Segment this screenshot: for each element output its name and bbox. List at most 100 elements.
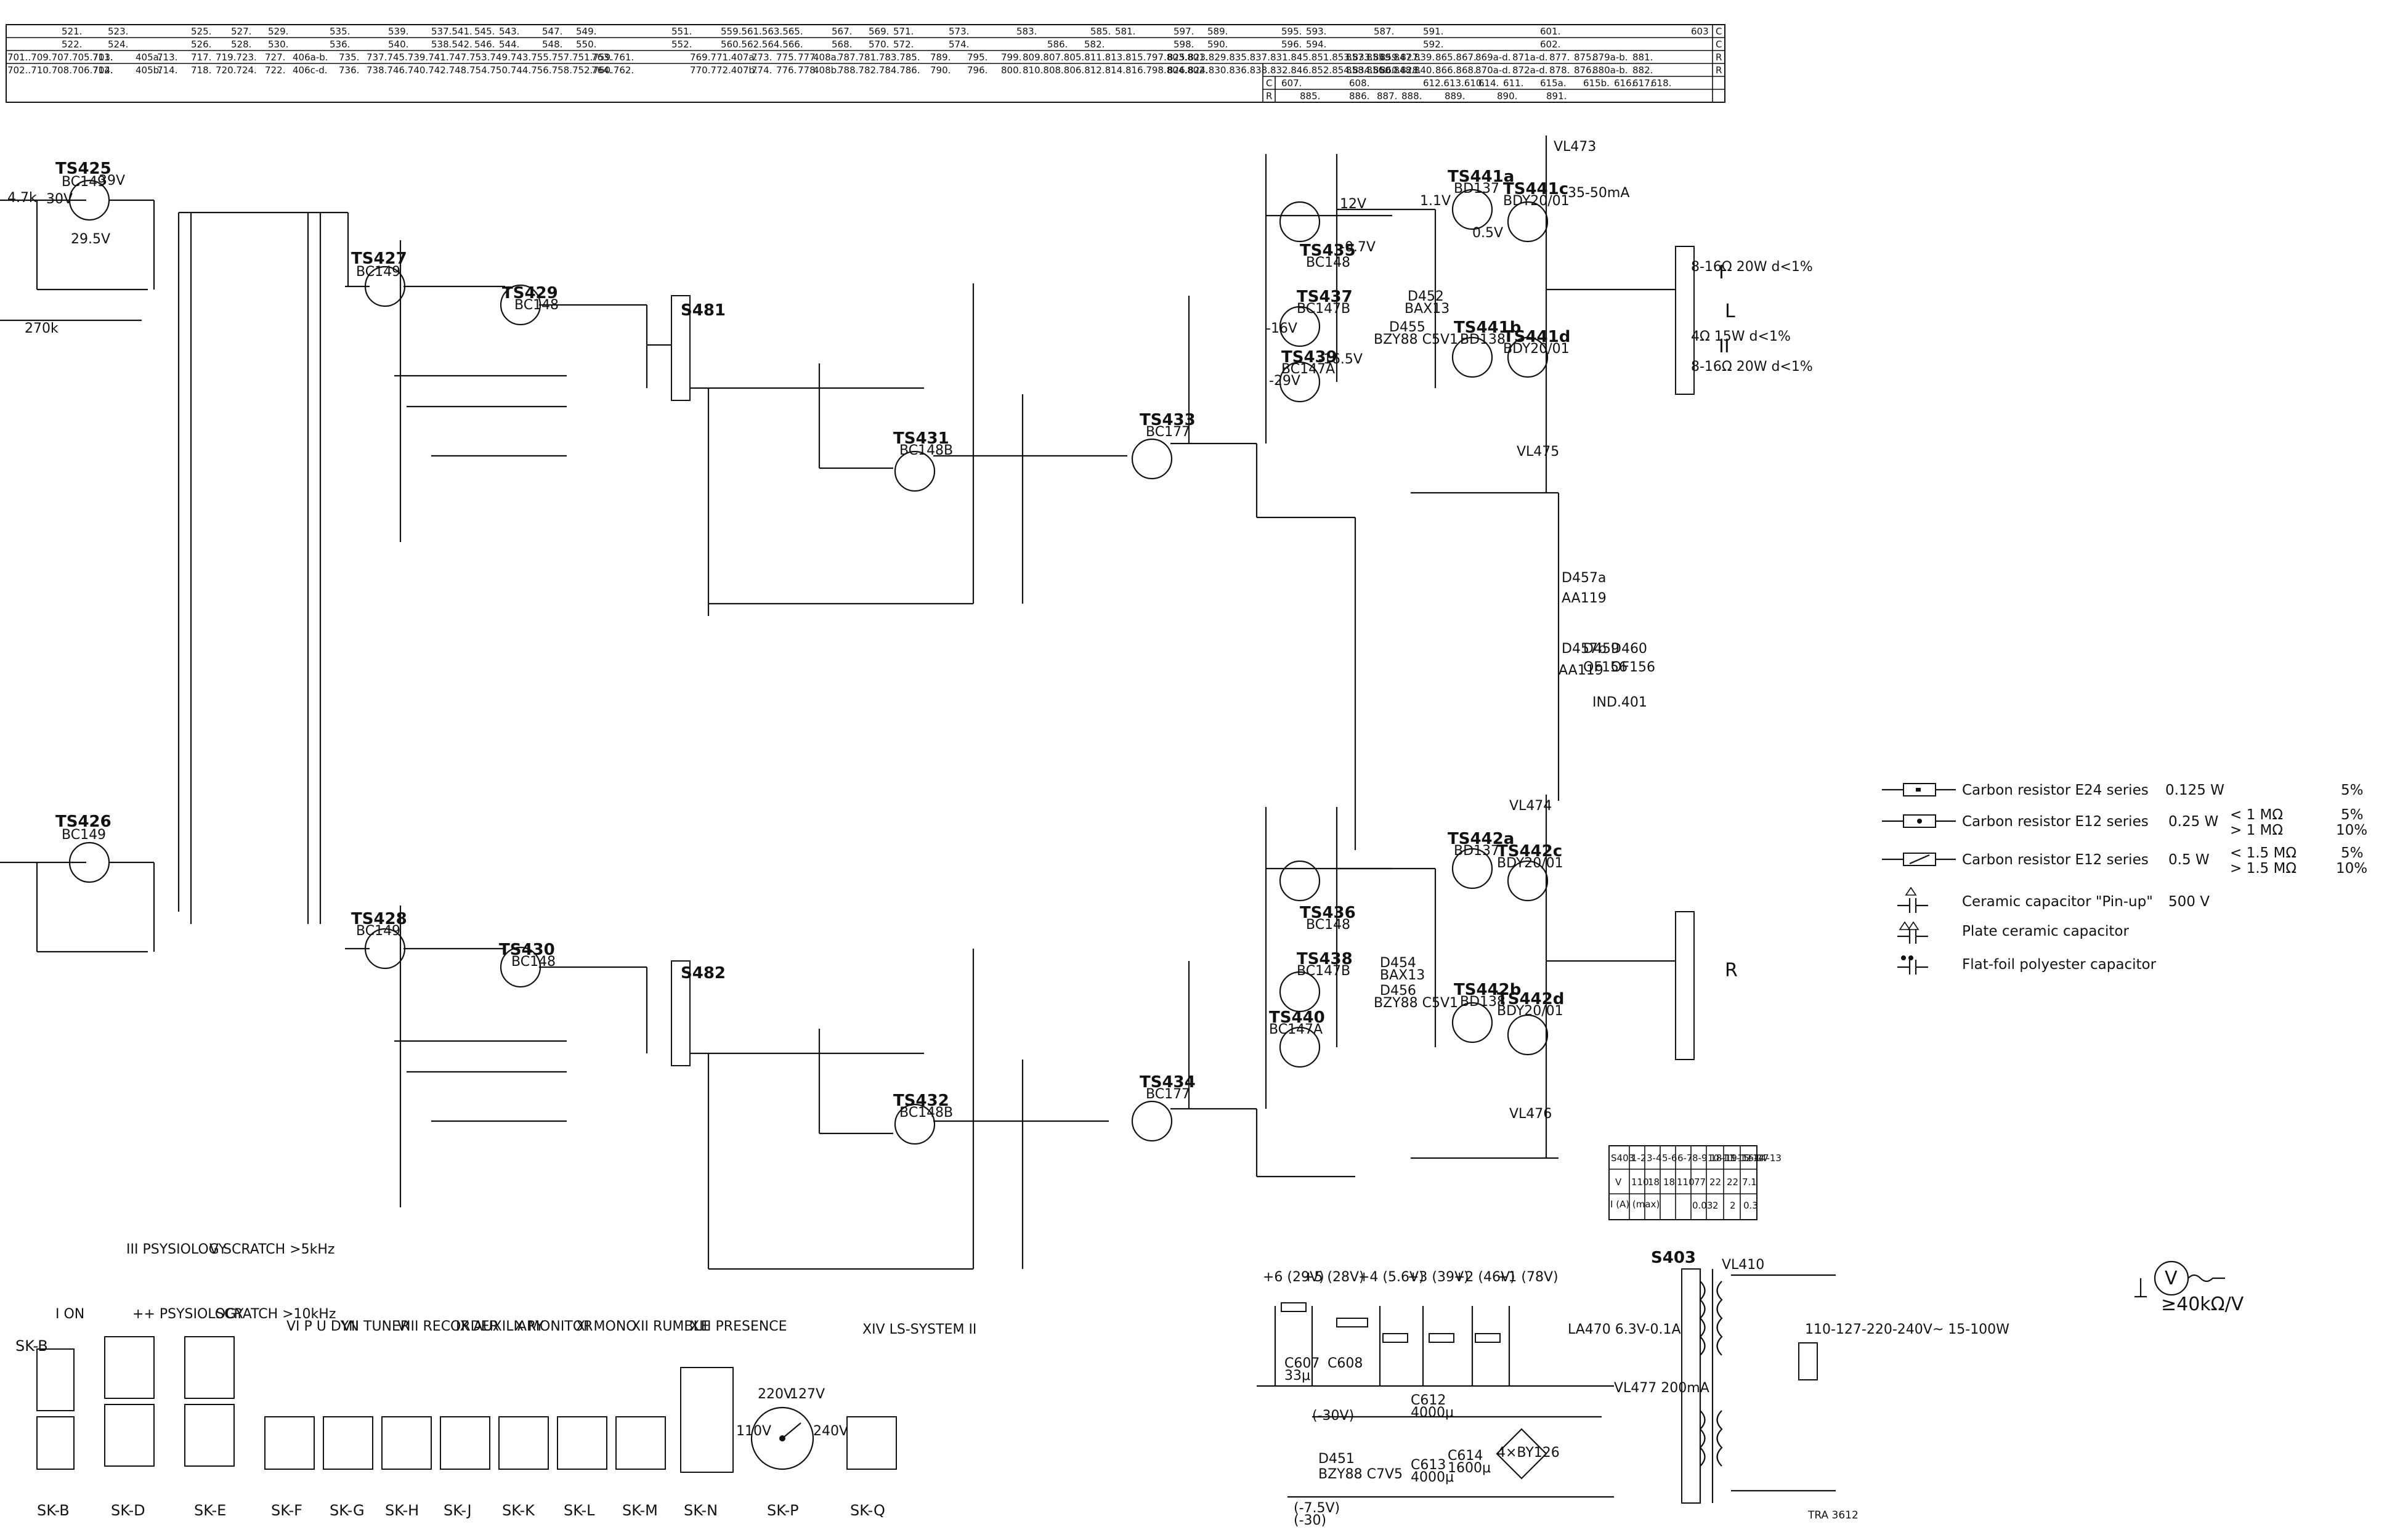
val-label: -16V [1266, 321, 1297, 336]
hdr-cell: 890. [1497, 91, 1517, 102]
sk-l[interactable]: XI MONO SK-L [557, 1319, 637, 1519]
vt-c: 22 [1709, 1177, 1721, 1188]
d452-ref: D452 [1408, 289, 1444, 304]
hdr-cell: 776. [776, 65, 797, 76]
ps-capv: 1600μ [1448, 1461, 1491, 1476]
hdr-cell: 587. [1374, 26, 1394, 37]
sk-b[interactable]: I ON SK-B SK-B [15, 1307, 84, 1519]
vt-h: 6-7 [1677, 1153, 1693, 1164]
vt-h: 5-6 [1662, 1153, 1677, 1164]
hdr-cell: 593. [1306, 26, 1326, 37]
sk-f[interactable]: VI P U DYN SK-F [264, 1319, 359, 1519]
legend-flat-foil: Flat-foil polyester capacitor [1897, 955, 2157, 975]
val-label: 0.5V [1472, 225, 1503, 241]
val-label: 270k [25, 321, 59, 336]
hdr-cell: 522. [62, 39, 82, 50]
hdr-cell: 859.827. [1380, 52, 1421, 63]
hdr-cell: 878. [1549, 65, 1570, 76]
hdr-cell: 788.782.784.786. [838, 65, 920, 76]
sk-id: SK-Q [850, 1502, 885, 1519]
sk-j[interactable]: IX AUXILIARY SK-J [440, 1319, 544, 1519]
vsel-label: 240V [813, 1424, 848, 1439]
d457a-ref: D457a [1562, 570, 1606, 586]
ts437-ref: TS437 [1297, 288, 1353, 306]
meter-note: ≥40kΩ/V [2161, 1294, 2244, 1315]
hdr-cell: 869a-d. [1475, 52, 1511, 63]
legend-power: 500 V [2168, 894, 2210, 910]
hdr-cell: 872a-d. [1512, 65, 1548, 76]
hdr-cell: 408a. [813, 52, 840, 63]
d456-ref: D456 [1380, 983, 1416, 999]
legend-label: Flat-foil polyester capacitor [1962, 957, 2157, 973]
sk-m[interactable]: XII RUMBLE SK-M [615, 1319, 710, 1519]
rail-label: +4 (5.6V) [1358, 1270, 1424, 1285]
hdr-cell: 551. [671, 26, 692, 37]
hdr-cell: 569. [869, 26, 889, 37]
hdr-cell: 727. [265, 52, 285, 63]
hdr-cell: 612.613.610. [1423, 78, 1485, 89]
d454-type: BAX13 [1380, 968, 1425, 983]
hdr-cell: 540. [388, 39, 408, 50]
sk-n[interactable]: XIII PRESENCE SK-N [680, 1319, 787, 1519]
d454-ref: D454 [1380, 955, 1416, 971]
ts442a-type: BD137 [1454, 843, 1499, 859]
sk-id: SK-P [767, 1502, 799, 1519]
sk-top: ++ PSYSIOLOGY [132, 1307, 244, 1322]
ts433-type: BC177 [1146, 424, 1190, 440]
legend-label: Carbon resistor E12 series [1962, 852, 2149, 868]
switch-banks: I ON SK-B SK-B III PSYSIOLOGY ++ PSYSIOL… [15, 1242, 976, 1519]
hdr-cell: 714. [157, 65, 177, 76]
hdr-cell: 525. [191, 26, 211, 37]
sk-id: SK-M [622, 1502, 658, 1519]
vl475-label: VL475 [1517, 444, 1559, 460]
hdr-cell: 764. [591, 65, 612, 76]
vt-h: 10-11 15-14 [1708, 1153, 1764, 1164]
hdr-cell: 888. [1401, 91, 1422, 102]
hdr-cell: 545. [474, 26, 495, 37]
ts429-type: BC148 [514, 298, 559, 313]
hdr-cell: 722. [265, 65, 285, 76]
hdr-code: R [1716, 52, 1722, 63]
rail-label: +3 (39V) [1408, 1270, 1469, 1285]
hdr-cell: 735. [339, 52, 359, 63]
ps-zener: BZY88 C7V5 [1318, 1467, 1403, 1482]
sk-k[interactable]: X MONITOR SK-K [498, 1319, 593, 1519]
hdr-cell: 809.807.805.811.813.815.797.803.801. [1023, 52, 1208, 63]
hdr-cell: 875. [1574, 52, 1594, 63]
hdr-cell: 590. [1207, 39, 1228, 50]
hdr-cell: 571. [893, 26, 914, 37]
voltmeter-symbol: V ≥40kΩ/V [2135, 1260, 2244, 1315]
hdr-cell: 595. [1281, 26, 1302, 37]
val-label: 29.5V [71, 232, 110, 247]
sk-h[interactable]: VIII RECORDER SK-H [381, 1319, 499, 1519]
hdr-cell: 570. [869, 39, 889, 50]
hdr-cell: 769.771.407a. [690, 52, 757, 63]
hdr-cell: 876. [1574, 65, 1594, 76]
hdr-cell: 536. [330, 39, 350, 50]
hdr-cell: 560.562.564.566. [721, 39, 803, 50]
sk-d[interactable]: III PSYSIOLOGY ++ PSYSIOLOGY SK-D [104, 1242, 244, 1519]
hdr-cell: 885. [1300, 91, 1320, 102]
hdr-cell: 408b. [813, 65, 840, 76]
hdr-cell: 795. [967, 52, 987, 63]
hdr-cell: 524. [108, 39, 128, 50]
sk-p[interactable]: 220V 127V 110V 240V SK-P [736, 1387, 848, 1519]
sk-e[interactable]: V SCRATCH >5kHz SCRATCH >10kHz SK-E [184, 1242, 336, 1519]
hdr-cell: 529. [268, 26, 288, 37]
hdr-cell: 865.867. [1435, 52, 1477, 63]
vl474-label: VL474 [1509, 798, 1552, 814]
sk-top: VI P U DYN [286, 1319, 359, 1334]
header-table: 521. 523. 525. 527. 529. 535. 539. 537.5… [6, 24, 1725, 103]
hdr-cell: 774. [752, 65, 772, 76]
sk-q[interactable]: XIV LS-SYSTEM II SK-Q [846, 1322, 976, 1519]
voltage-table: S403 1-2 3-4 5-6 6-7 8-9 18-19 10-11 15-… [1608, 1145, 1782, 1220]
hdr-cell: 770.772.407b. [690, 65, 758, 76]
vt-c: 2 [1730, 1200, 1736, 1211]
sk-id: SK-D [111, 1502, 145, 1519]
ts439-ref: TS439 [1281, 348, 1337, 367]
hdr-cell: 773. [752, 52, 772, 63]
ts436-type: BC148 [1306, 917, 1350, 933]
hdr-cell: 826.824.830.836.838.832.846.852.854.834.… [1167, 65, 1435, 76]
sk-g[interactable]: VII TUNER SK-G [323, 1319, 410, 1519]
ts430-type: BC148 [511, 954, 556, 970]
